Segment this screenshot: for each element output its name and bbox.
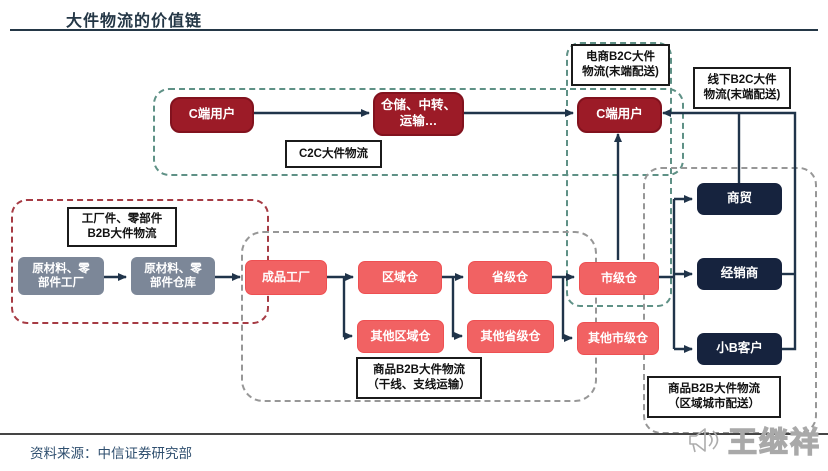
watermark-name: 王继祥 xyxy=(727,426,822,459)
node-raw-materials-warehouse: 原材料、零 部件仓库 xyxy=(131,257,215,295)
label-factory-b2b-logistics: 工厂件、零部件 B2B大件物流 xyxy=(67,207,177,247)
watermark: 王继祥 xyxy=(684,419,821,461)
node-other-city-warehouse: 其他市级仓 xyxy=(577,322,659,355)
node-other-regional-warehouse: 其他区域仓 xyxy=(357,320,444,353)
node-provincial-warehouse: 省级仓 xyxy=(468,261,552,294)
node-c-user-right: C端用户 xyxy=(577,97,662,133)
region-goods-b2b-trunk xyxy=(241,231,597,402)
label-goods-b2b-city-delivery: 商品B2B大件物流 （区域城市配送） xyxy=(647,376,781,418)
title-divider xyxy=(10,29,818,31)
label-c2c-logistics: C2C大件物流 xyxy=(285,140,382,168)
node-city-warehouse: 市级仓 xyxy=(579,262,659,295)
label-ecommerce-b2c-logistics: 电商B2C大件 物流(末端配送) xyxy=(571,44,670,86)
node-finished-goods-factory: 成品工厂 xyxy=(245,260,327,295)
node-trade: 商贸 xyxy=(697,183,782,215)
node-warehouse-transfer: 仓储、中转、 运输… xyxy=(373,92,464,136)
node-small-b-customer: 小B客户 xyxy=(697,333,782,365)
node-distributor: 经销商 xyxy=(697,258,782,290)
label-goods-b2b-trunk-logistics: 商品B2B大件物流 （干线、支线运输） xyxy=(356,357,482,399)
node-regional-warehouse: 区域仓 xyxy=(358,261,442,294)
node-raw-materials-factory: 原材料、零 部件工厂 xyxy=(18,257,104,295)
label-offline-b2c-logistics: 线下B2C大件 物流(末端配送) xyxy=(693,67,791,109)
source-text: 资料来源：中信证券研究部 xyxy=(30,446,192,461)
page-title: 大件物流的价值链 xyxy=(66,13,203,30)
node-other-provincial-warehouse: 其他省级仓 xyxy=(467,320,554,353)
node-c-user-left: C端用户 xyxy=(170,97,254,133)
footer-divider xyxy=(0,433,828,435)
megaphone-icon xyxy=(689,428,719,453)
